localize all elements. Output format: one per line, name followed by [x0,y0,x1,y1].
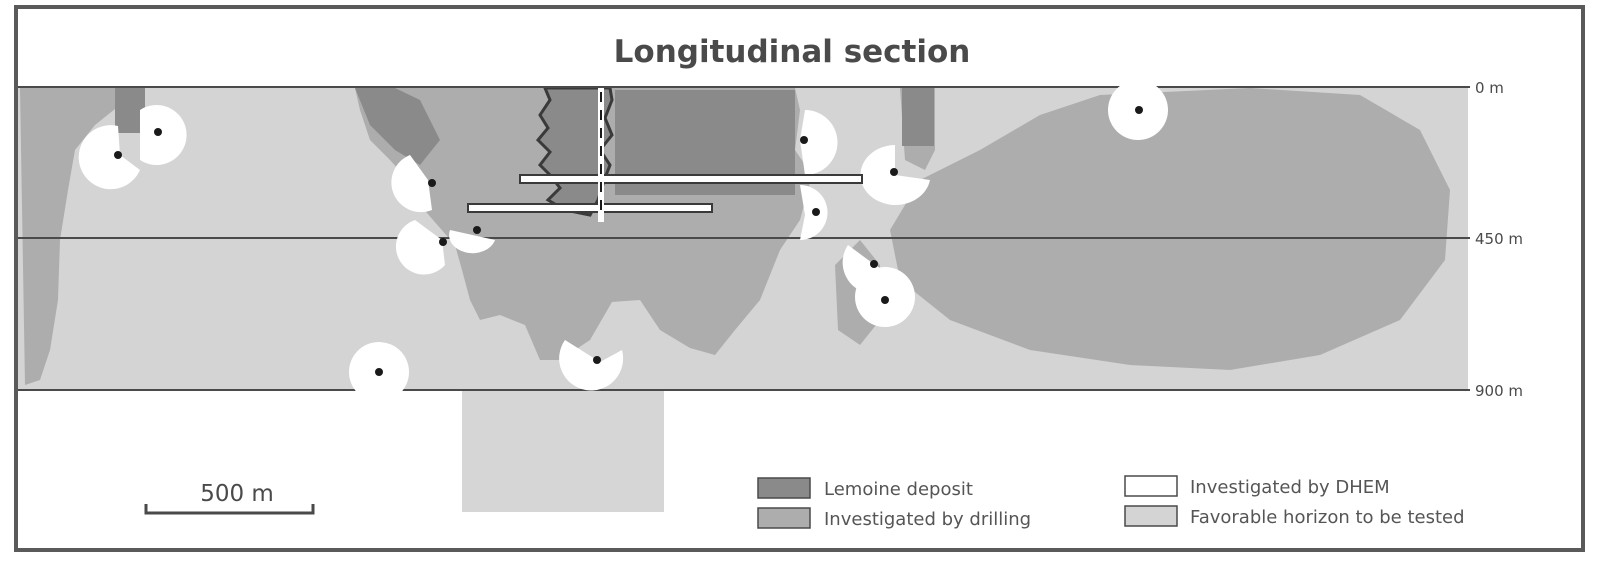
legend-label-drilling: Investigated by drilling [824,509,1031,530]
dhem-survey-plates [467,174,863,213]
scale-bar: 500 m [144,481,315,515]
legend-swatch-dhem [1124,475,1178,497]
legend-label-deposit: Lemoine deposit [824,479,973,500]
drill-hole-dot [375,368,383,376]
legend-swatch-drilling [757,507,811,529]
scale-bar-label: 500 m [200,481,274,507]
legend-label-dhem: Investigated by DHEM [1190,477,1390,498]
drill-hole-dot [890,168,898,176]
depth-label-0m: 0 m [1475,79,1504,97]
depth-label-450m: 450 m [1475,230,1523,248]
drill-hole-dot [881,296,889,304]
drill-hole-dot [439,238,447,246]
drill-hole-points [114,106,1143,376]
drill-hole-dot [800,136,808,144]
figure-title: Longitudinal section [614,34,971,70]
legend-swatch-deposit [757,477,811,499]
drill-hole-dot [1135,106,1143,114]
drill-hole-dot [428,179,436,187]
drill-hole-dot [812,208,820,216]
depth-label-900m: 900 m [1475,382,1523,400]
legend-swatch-favorable [1124,505,1178,527]
drill-hole-dot [114,151,122,159]
legend: Lemoine deposit Investigated by drilling… [757,475,1465,530]
drill-hole-dot [593,356,601,364]
drill-hole-dot [473,226,481,234]
legend-label-favorable: Favorable horizon to be tested [1190,507,1465,528]
drill-hole-dot [870,260,878,268]
drill-hole-dot [154,128,162,136]
